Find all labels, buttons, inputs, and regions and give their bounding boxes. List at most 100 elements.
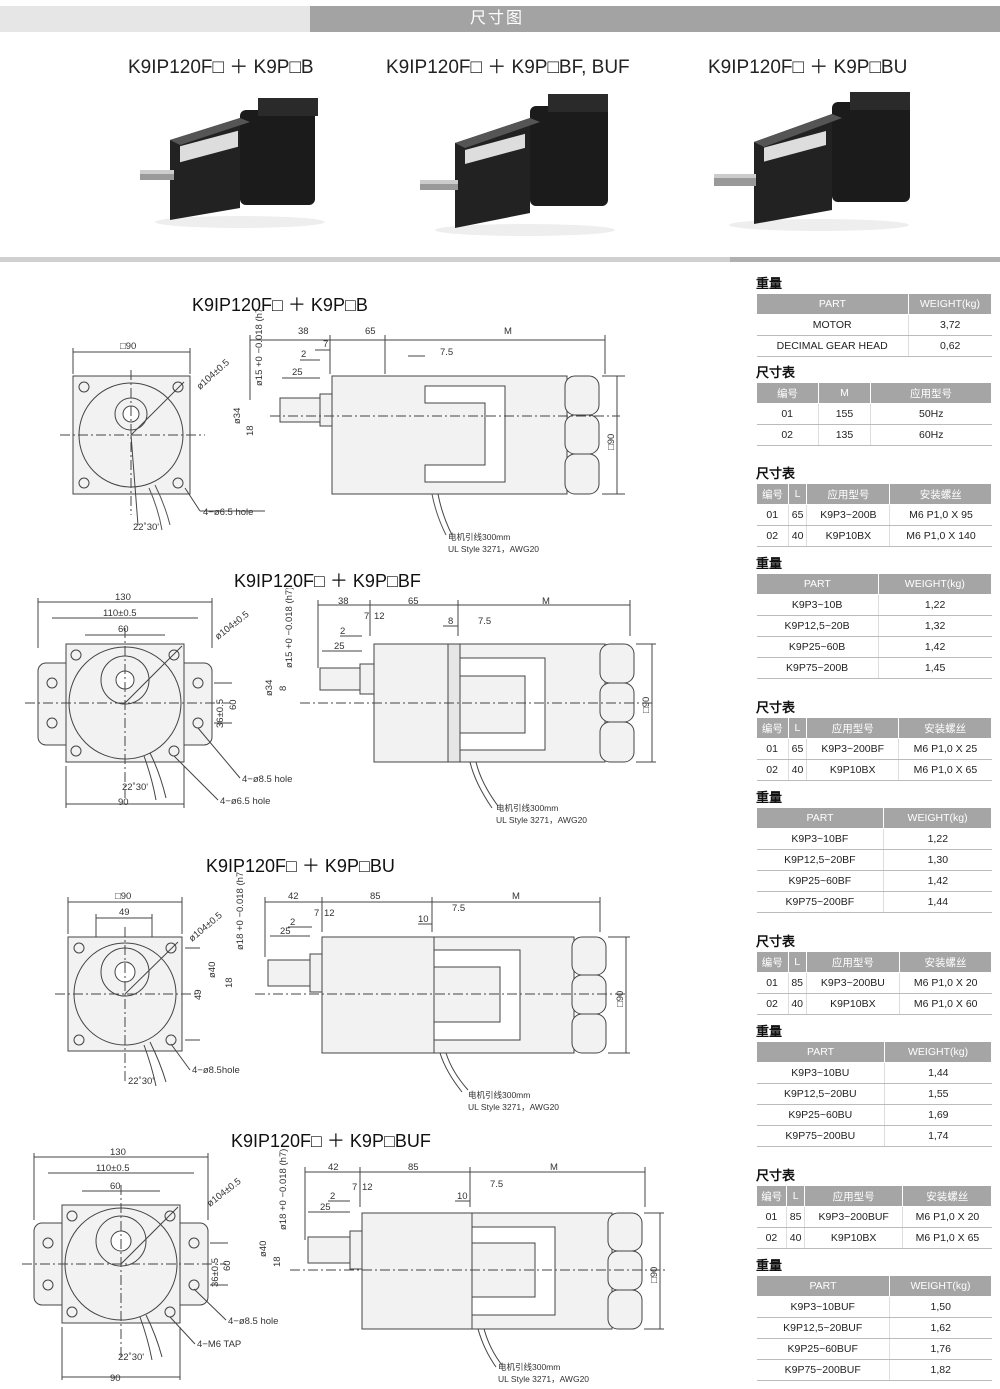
d2-front-hole1: 4−ø8.5 hole xyxy=(242,774,292,785)
d2-side-d2: 65 xyxy=(408,596,419,607)
d2-front-w2: 110±0.5 xyxy=(103,608,137,619)
table-cell: 50Hz xyxy=(870,403,992,425)
table-cell: K9P10BX xyxy=(804,1227,904,1249)
table-cell: 1,22 xyxy=(883,828,992,850)
table-cell: K9P3~10B xyxy=(756,594,879,616)
table-dim-2-title: 尺寸表 xyxy=(756,466,796,481)
d3-side-d6: 25 xyxy=(280,926,291,937)
d4-front-h2: 60 xyxy=(222,1260,233,1271)
d1-front-circle: ø104±0.5 xyxy=(195,357,232,392)
table-header-cell: WEIGHT(kg) xyxy=(907,293,993,315)
d1-side-d3: 7 xyxy=(323,339,328,350)
table-header-cell: WEIGHT(kg) xyxy=(883,807,992,829)
d1-side-m: M xyxy=(504,326,512,337)
table-cell: MOTOR xyxy=(756,314,909,336)
d2-side-m: M xyxy=(542,596,550,607)
d4-side-d5: 2 xyxy=(330,1191,335,1202)
table-dim-1-title: 尺寸表 xyxy=(756,365,796,380)
table-cell: 1,22 xyxy=(878,594,992,616)
d3-side-sq: □90 xyxy=(615,991,626,1007)
table-header-cell: PART xyxy=(755,1041,886,1063)
table-header-cell: WEIGHT(kg) xyxy=(877,573,993,595)
d4-side-d8: 7.5 xyxy=(490,1179,503,1190)
d2-front-w3: 60 xyxy=(118,624,129,635)
d3-front-hole: 4−ø8.5hole xyxy=(192,1065,240,1076)
table-header-cell: 安装螺丝 xyxy=(902,1185,992,1207)
d4-front-w3: 60 xyxy=(110,1181,121,1192)
d1-cable-2: UL Style 3271，AWG20 xyxy=(448,544,539,554)
drawing-3: □90 49 ø104±0.5 49 4−ø8.5hole 22˚30' 42 … xyxy=(55,872,630,1112)
d1-side-sq: □90 xyxy=(606,434,617,450)
d2-cable-2: UL Style 3271，AWG20 xyxy=(496,815,587,825)
d4-front-w4: 90 xyxy=(110,1373,121,1384)
d1-side-d1: 38 xyxy=(298,326,309,337)
table-cell: K9P75~200B xyxy=(756,657,879,679)
table-cell: 01 xyxy=(756,403,819,425)
table-cell: K9P75~200BUF xyxy=(756,1359,890,1381)
d4-cable-2: UL Style 3271，AWG20 xyxy=(498,1374,589,1384)
table-cell: 1,42 xyxy=(883,870,992,892)
table-cell: K9P3~200BU xyxy=(806,972,900,994)
table-cell: 01 xyxy=(756,972,789,994)
table-cell: 02 xyxy=(756,759,789,781)
drawing-1: □90 ø104±0.5 22˚30' 4−ø6.5 hole 38 65 M … xyxy=(60,310,625,554)
d3-front-angle: 22˚30' xyxy=(128,1076,154,1087)
drawing-title-4: K9IP120F□ ＋ K9P□BUF xyxy=(231,1131,431,1151)
table-cell: K9P25~60BF xyxy=(756,870,885,892)
d2-side-d3: 7 xyxy=(364,611,369,622)
table-weight-3-title: 重量 xyxy=(756,790,783,805)
d4-side-d2: 85 xyxy=(408,1162,419,1173)
d3-side-d2: 85 xyxy=(370,891,381,902)
d3-side-d1: 42 xyxy=(288,891,299,902)
table-cell: K9P12,5~20B xyxy=(756,615,879,637)
d1-cable-1: 电机引线300mm xyxy=(448,532,510,542)
table-cell: K9P25~60BUF xyxy=(756,1338,890,1360)
d4-front-circle: ø104±0.5 xyxy=(205,1176,243,1209)
table-cell: 1,55 xyxy=(884,1083,992,1105)
drawing-title-3: K9IP120F□ ＋ K9P□BU xyxy=(206,856,395,876)
drawing-2: 130 110±0.5 60 ø104±0.5 36±0.5 60 4−ø8.5… xyxy=(25,588,656,825)
table-header-cell: 应用型号 xyxy=(870,382,992,404)
d3-side-d7: 10 xyxy=(418,914,429,925)
d2-side-d4: 12 xyxy=(374,611,385,622)
table-header-cell: PART xyxy=(755,807,885,829)
d3-side-d3-m: M xyxy=(512,891,520,902)
d3-side-d3: 7 xyxy=(314,908,319,919)
d1-side-shaft: ø15 +0 −0.018 (h7) xyxy=(254,310,265,386)
table-cell: DECIMAL GEAR HEAD xyxy=(756,335,909,357)
table-cell: K9P12,5~20BU xyxy=(756,1083,886,1105)
table-header-cell: 安装螺丝 xyxy=(898,951,993,973)
table-cell: K9P3~10BU xyxy=(756,1062,886,1084)
table-dim-4-title: 尺寸表 xyxy=(756,934,796,949)
table-header-cell: 编号 xyxy=(756,951,789,973)
table-cell: M6 P1,0 X 140 xyxy=(889,525,992,547)
d2-front-h2: 60 xyxy=(228,699,239,710)
drawing-4: 130 110±0.5 60 ø104±0.5 36±0.5 60 4−ø8.5… xyxy=(22,1147,665,1384)
table-cell: 02 xyxy=(756,424,819,446)
d3-front-h1: 49 xyxy=(193,989,204,1000)
